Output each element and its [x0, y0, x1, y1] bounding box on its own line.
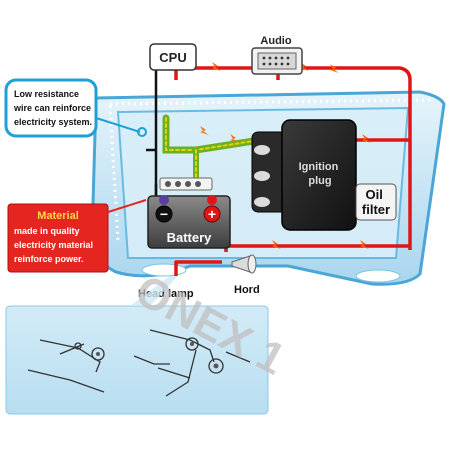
connector-blocks — [159, 177, 213, 191]
svg-text:Low resistance wire can: Low resistance wire can reinforce electr… — [13, 89, 94, 127]
svg-text:Oil filter: Oil filter — [362, 187, 390, 217]
resistance-callout-line1: Low resistance — [14, 89, 79, 99]
ignition-plug: Ignition plug — [251, 119, 357, 231]
oil-filter-label-line1: Oil — [366, 187, 383, 202]
battery-minus-sign: − — [160, 206, 168, 222]
material-callout-line2: electricity material — [14, 240, 93, 250]
ignition-label-line2: plug — [308, 175, 331, 187]
ignition-label-line1: Ignition — [299, 161, 339, 173]
cpu-module: CPU — [149, 43, 197, 71]
car-side-dots — [108, 105, 120, 241]
oil-filter-label-line2: filter — [362, 202, 390, 217]
material-callout-line3: reinforce power. — [14, 254, 84, 264]
svg-text:Ignition plug: Ignition plug — [299, 161, 342, 187]
resistance-callout-line2: wire can reinforce — [13, 103, 91, 113]
battery-negative-terminal — [155, 205, 173, 223]
battery-plus-sign: + — [208, 206, 216, 222]
horn-icon — [231, 254, 257, 274]
resistance-callout: Low resistance wire can reinforce electr… — [4, 78, 147, 138]
battery: − + Battery — [147, 195, 231, 249]
resistance-callout-line3: electricity system. — [14, 117, 92, 127]
battery-positive-terminal — [203, 205, 221, 223]
right-headlight — [355, 269, 401, 283]
cpu-label: CPU — [159, 50, 186, 65]
wiring-detail-inset — [5, 276, 269, 415]
audio-label: Audio — [260, 35, 291, 47]
audio-module: Audio — [251, 35, 303, 75]
material-callout-title: Material — [37, 210, 79, 222]
green-wire-bundle — [162, 114, 264, 183]
material-callout: Material made in quality electricity mat… — [7, 199, 147, 273]
battery-label: Battery — [167, 230, 213, 245]
svg-text:made in quality electric: made in quality electricity material rei… — [14, 226, 96, 264]
material-callout-line1: made in quality — [14, 226, 80, 236]
oil-filter: Oil filter — [355, 183, 397, 221]
horn-label: Hord — [234, 284, 260, 296]
